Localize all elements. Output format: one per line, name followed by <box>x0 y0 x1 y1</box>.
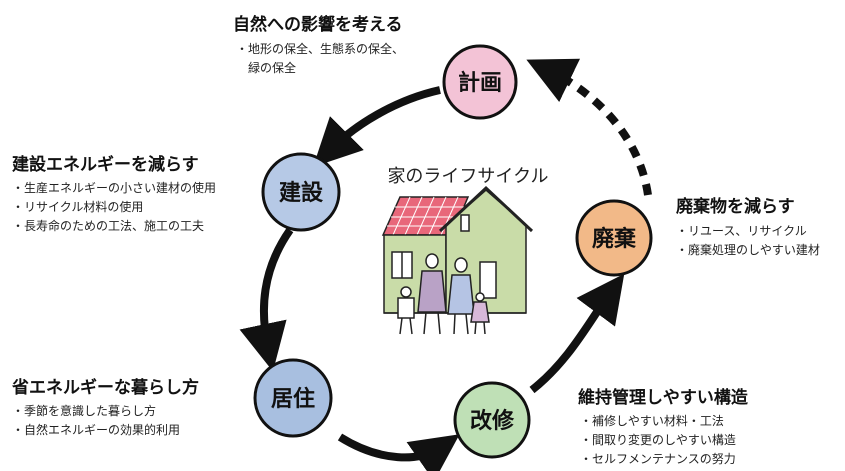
stage-build-label: 建設 <box>279 180 324 206</box>
stage-plan-label: 計画 <box>458 70 502 96</box>
stage-plan: 計画 <box>442 44 518 120</box>
waste-bullet-2: ・廃棄処理のしやすい建材 <box>676 243 820 257</box>
nature-bullets: ・地形の保全、生態系の保全、 緑の保全 <box>236 40 404 78</box>
maintenance-bullets: ・補修しやすい材料・工法 ・間取り変更のしやすい構造 ・セルフメンテナンスの努力 <box>580 412 736 469</box>
build-energy-bullet-1: ・生産エネルギーの小さい建材の使用 <box>12 181 217 195</box>
waste-bullets: ・リユース、リサイクル ・廃棄処理のしやすい建材 <box>676 222 820 260</box>
lifecycle-title: 家のライフサイクル <box>387 166 548 187</box>
stage-live: 居住 <box>253 358 333 438</box>
stage-dispose: 廃棄 <box>575 199 653 277</box>
arrow-live-to-repair <box>337 433 460 471</box>
living-bullets: ・季節を意識した暮らし方 ・自然エネルギーの効果的利用 <box>12 402 180 440</box>
build-energy-bullet-2: ・リサイクル材料の使用 <box>12 200 144 214</box>
stage-repair: 改修 <box>453 381 531 459</box>
living-bullet-2: ・自然エネルギーの効果的利用 <box>12 423 181 437</box>
build-energy-title: 建設エネルギーを減らす <box>12 155 199 175</box>
stage-dispose-label: 廃棄 <box>592 226 637 252</box>
waste-title: 廃棄物を減らす <box>676 197 795 217</box>
stage-live-label: 居住 <box>271 386 315 412</box>
build-energy-bullet-3: ・長寿命のための工法、施工の工夫 <box>12 219 205 233</box>
nature-bullet-1: ・地形の保全、生態系の保全、 <box>236 42 405 56</box>
arrow-build-to-live <box>239 227 294 372</box>
maintenance-bullet-3: ・セルフメンテナンスの努力 <box>580 452 736 466</box>
maintenance-bullet-2: ・間取り変更のしやすい構造 <box>580 433 736 447</box>
build-energy-bullets: ・生産エネルギーの小さい建材の使用 ・リサイクル材料の使用 ・長寿命のための工法… <box>12 179 216 236</box>
living-title: 省エネルギーな暮らし方 <box>12 378 199 398</box>
maintenance-title: 維持管理しやすい構造 <box>578 388 748 408</box>
nature-title: 自然への影響を考える <box>233 15 403 35</box>
waste-bullet-1: ・リユース、リサイクル <box>676 224 807 238</box>
nature-bullet-2: 緑の保全 <box>236 61 297 75</box>
arrow-dispose-to-plan <box>526 58 652 196</box>
arrow-plan-to-build <box>313 86 441 167</box>
stage-repair-label: 改修 <box>470 408 515 434</box>
arrow-repair-to-dispose <box>529 273 625 394</box>
living-bullet-1: ・季節を意識した暮らし方 <box>12 404 157 418</box>
maintenance-bullet-1: ・補修しやすい材料・工法 <box>580 414 724 428</box>
house-illustration <box>381 185 534 335</box>
stage-build: 建設 <box>261 152 341 232</box>
